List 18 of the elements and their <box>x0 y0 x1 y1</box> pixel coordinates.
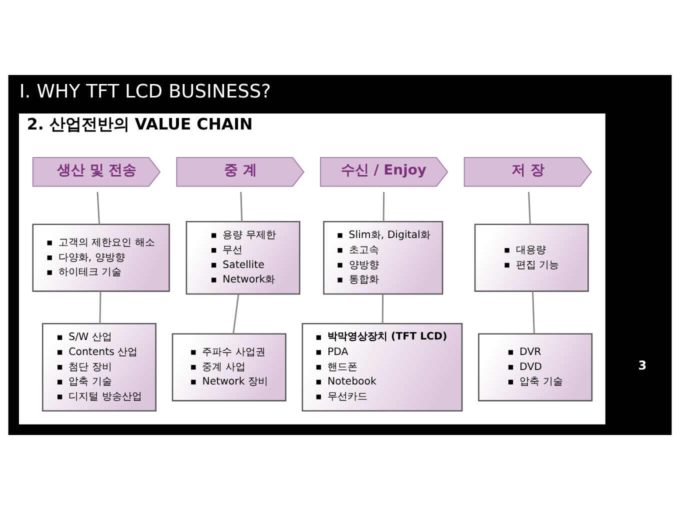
node-box: 용량 무제한 무선 Satellite Network화 <box>186 220 300 295</box>
node-box: 박막영상장치 (TFT LCD) PDA 핸드폰 Notebook 무선카드 <box>302 323 463 412</box>
connector <box>99 291 102 324</box>
node-box: DVR DVD 압축 기술 <box>478 333 593 402</box>
connector <box>532 291 535 334</box>
node-box: 대용량 편집 기능 <box>474 224 589 292</box>
label: 3 <box>638 358 647 372</box>
node-box: S/W 산업 Contents 산업 첨단 장비 압축 기술 디지털 방송산업 <box>42 323 156 412</box>
connector <box>96 192 100 224</box>
connector <box>232 294 240 334</box>
connector <box>240 192 243 222</box>
node-box: 주파수 사업권 중계 사업 Network 장비 <box>172 333 286 402</box>
connector <box>382 294 384 324</box>
diagram-title: Ⅰ. WHY TFT LCD BUSINESS? <box>19 81 271 102</box>
node-box: 고객의 제한요인 해소 다양화, 양방향 하이테크 기술 <box>32 224 170 292</box>
connector <box>382 192 385 222</box>
connector <box>528 192 531 224</box>
node-box: Slim화, Digital화 초고속 양방향 통합화 <box>323 220 444 295</box>
